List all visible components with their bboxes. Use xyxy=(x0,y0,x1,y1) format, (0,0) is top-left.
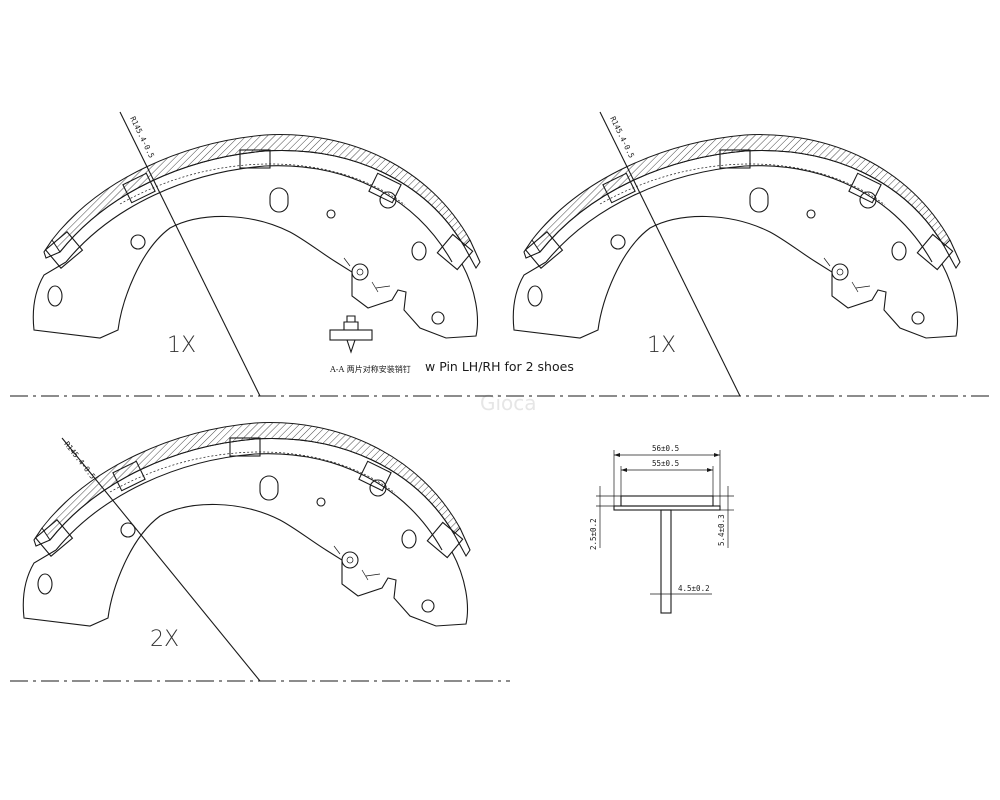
dim-height-left: 2.5±0.2 xyxy=(589,518,598,550)
quantity-label: 2X xyxy=(150,627,179,652)
watermark: Gioca xyxy=(480,391,537,415)
rivet-detail: A-A 两片对称安装销钉 xyxy=(329,315,411,374)
brake-shoe-top-left: R145.4-0.5 1X xyxy=(32,111,481,397)
dim-width-overall: 56±0.5 xyxy=(652,444,679,453)
cross-section: 56±0.5 55±0.5 2.5±0.2 5.4±0.3 4.5±0.2 xyxy=(589,444,734,614)
rivet-note: A-A 两片对称安装销钉 xyxy=(329,364,411,374)
brake-shoe-top-right: R145.4-0.5 1X xyxy=(512,111,961,397)
quantity-label: 1X xyxy=(167,333,196,358)
dim-height-right: 5.4±0.3 xyxy=(717,514,726,546)
quantity-label: 1X xyxy=(647,333,676,358)
dim-web-thickness: 4.5±0.2 xyxy=(678,584,710,593)
radius-label: R145.4-0.5 xyxy=(62,440,97,481)
install-note: w Pin LH/RH for 2 shoes xyxy=(425,359,574,374)
brake-shoe-bottom-left: R145.4-0.5 2X xyxy=(22,422,471,682)
dim-width-lining: 55±0.5 xyxy=(652,459,679,468)
